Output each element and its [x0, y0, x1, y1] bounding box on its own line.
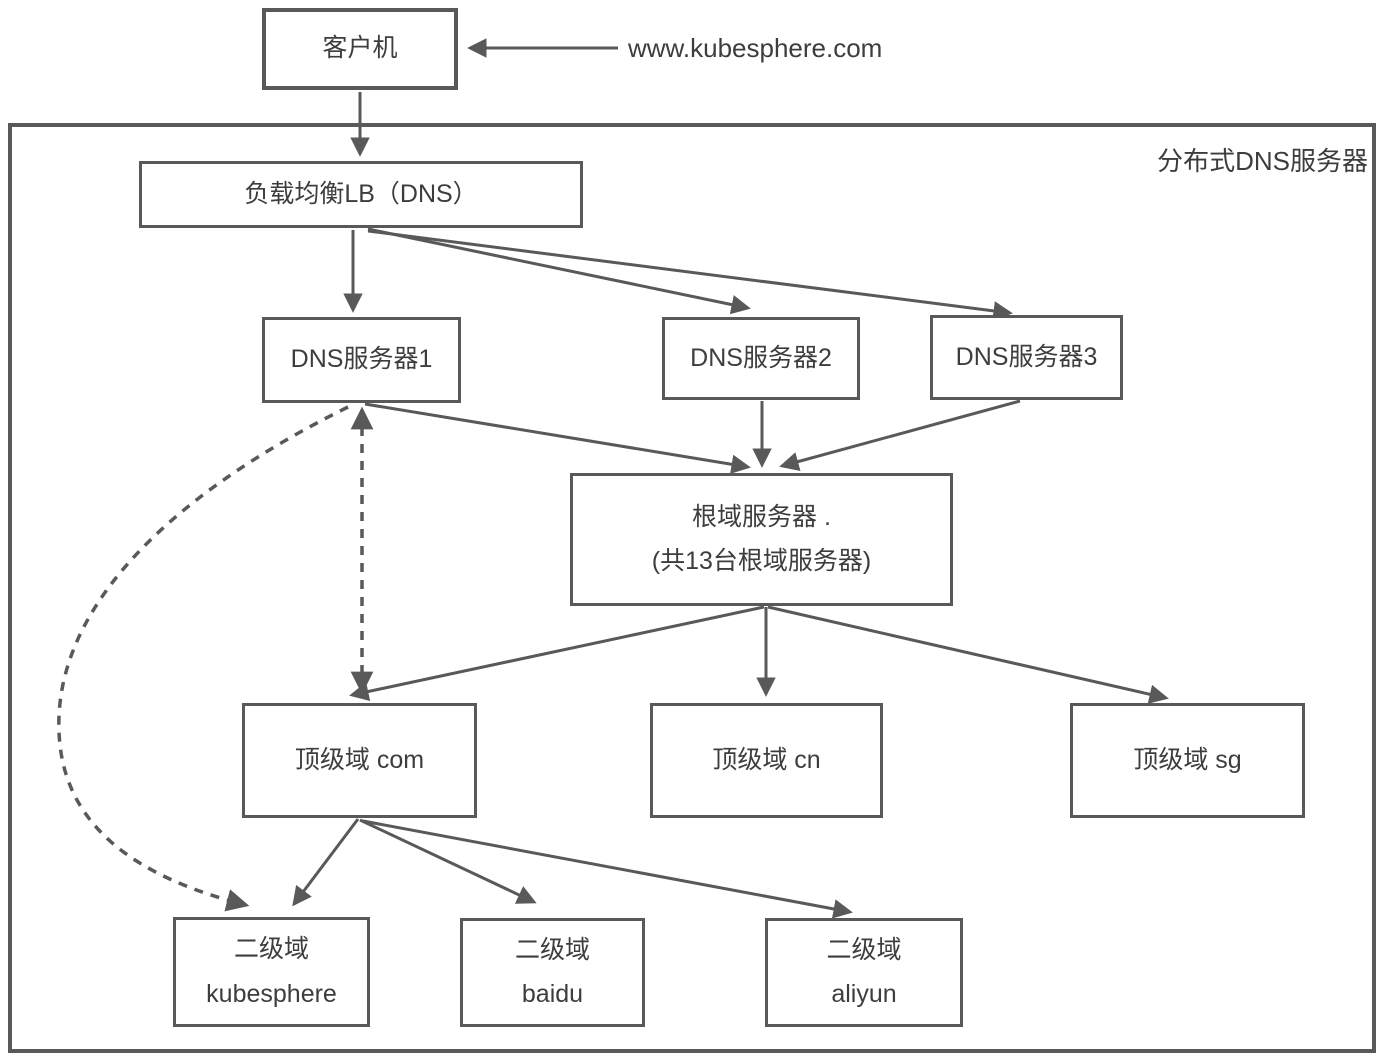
arrow-root-to-tld-com	[349, 605, 765, 702]
node-tld-cn-label: 顶级域 cn	[712, 745, 821, 774]
node-root-server-line2: (共13台根域服务器)	[651, 547, 872, 575]
arrow-dns3-to-root	[779, 399, 1021, 472]
node-sld-aliyun: 二级域 aliyun	[765, 918, 963, 1027]
node-tld-cn: 顶级域 cn	[650, 703, 883, 818]
node-tld-com-label: 顶级域 com	[294, 745, 425, 774]
node-dns-server-3: DNS服务器3	[930, 315, 1123, 400]
node-sld-kubesphere: 二级域 kubesphere	[173, 917, 370, 1027]
node-tld-sg: 顶级域 sg	[1070, 703, 1305, 818]
node-dns-server-1: DNS服务器1	[262, 317, 461, 403]
node-tld-com: 顶级域 com	[242, 703, 477, 818]
node-client: 客户机	[262, 8, 458, 90]
node-dns-server-2-label: DNS服务器2	[690, 343, 832, 372]
arrow-dns1-to-root	[364, 402, 751, 474]
node-client-label: 客户机	[322, 34, 398, 63]
arrow-com-to-baidu	[359, 818, 537, 904]
node-sld-kubesphere-line2: kubesphere	[206, 979, 337, 1008]
node-sld-baidu-line2: baidu	[521, 980, 584, 1008]
node-sld-baidu-line1: 二级域	[514, 935, 590, 964]
node-load-balancer: 负载均衡LB（DNS）	[139, 161, 583, 228]
node-dns-server-2: DNS服务器2	[662, 317, 860, 400]
arrow-lb-to-dns2	[367, 227, 751, 315]
node-sld-kubesphere-line1: 二级域	[233, 935, 309, 964]
distributed-dns-label: 分布式DNS服务器	[1157, 146, 1368, 176]
node-sld-baidu: 二级域 baidu	[460, 918, 645, 1027]
node-root-server-line1: 根域服务器 .	[692, 502, 831, 531]
node-dns-server-1-label: DNS服务器1	[290, 345, 433, 374]
arrow-com-to-kubesphere	[292, 818, 360, 907]
dashed-arrow-dns1-to-kubesphere	[57, 405, 349, 912]
arrow-root-to-tld-sg	[767, 605, 1169, 704]
node-load-balancer-label: 负载均衡LB（DNS）	[244, 179, 478, 208]
node-dns-server-3-label: DNS服务器3	[955, 342, 1098, 371]
arrow-lb-to-dns3	[367, 229, 1013, 321]
arrow-com-to-aliyun	[362, 819, 853, 919]
node-root-server: 根域服务器 . (共13台根域服务器)	[570, 473, 953, 606]
query-url-label: www.kubesphere.com	[628, 33, 883, 63]
distributed-dns-container-box	[8, 123, 1376, 1053]
node-tld-sg-label: 顶级域 sg	[1133, 745, 1242, 774]
node-sld-aliyun-line1: 二级域	[826, 935, 902, 964]
node-sld-aliyun-line2: aliyun	[831, 980, 897, 1008]
